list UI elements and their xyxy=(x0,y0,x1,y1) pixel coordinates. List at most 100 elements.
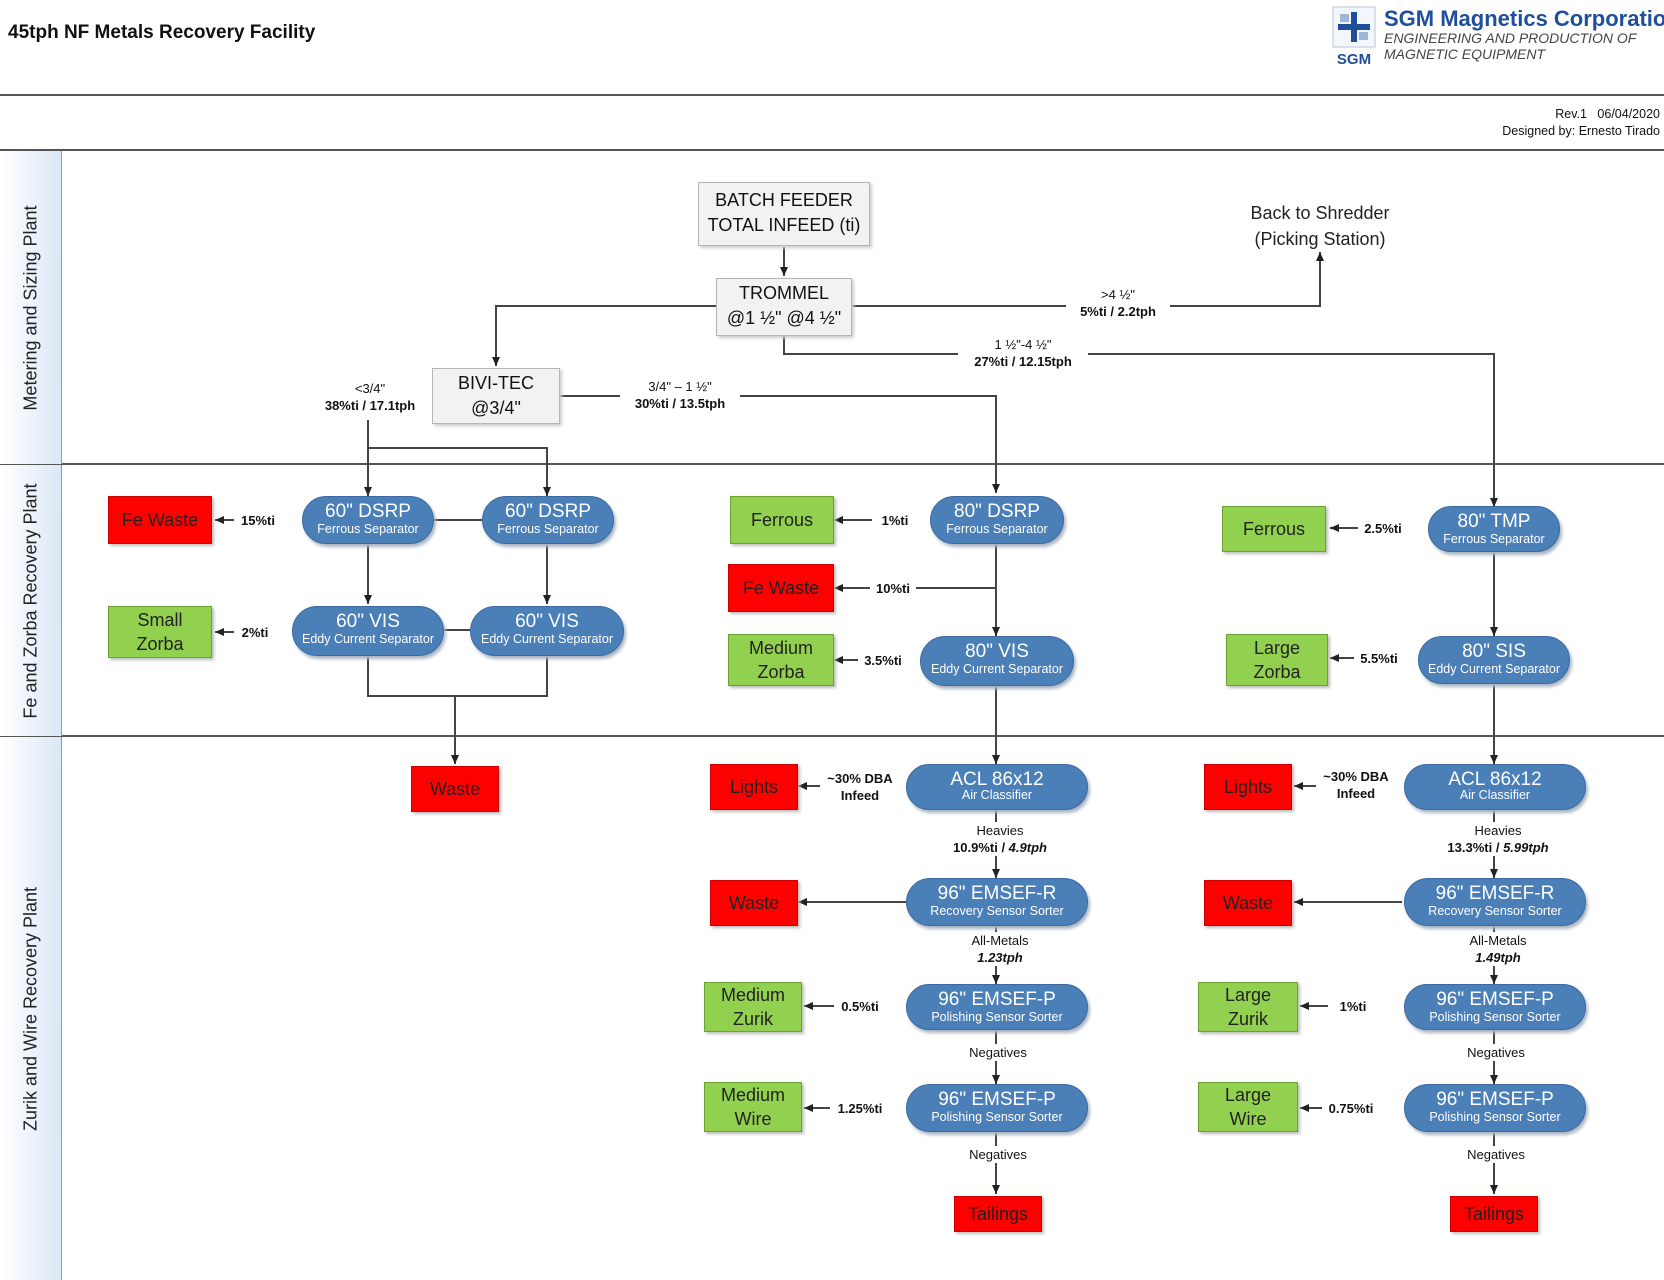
mid-allmetals: All-Metals xyxy=(971,933,1029,948)
mid-emsef-r-sub: Recovery Sensor Sorter xyxy=(930,904,1064,918)
mid-heavies-rate: 4.9tph xyxy=(1008,840,1047,855)
right-emsef-r: 96" EMSEF-R Recovery Sensor Sorter xyxy=(1404,878,1586,926)
mid-heavies: Heavies xyxy=(976,823,1024,838)
revision-info: Rev.1 06/04/2020 Designed by: Ernesto Ti… xyxy=(1502,106,1660,140)
right-zurik-line1: Large xyxy=(1224,985,1272,1005)
right-lights-pct: ~30% DBA Infeed xyxy=(1316,768,1396,802)
mid-dsrp: 80" DSRP Ferrous Separator xyxy=(930,496,1064,544)
right-emsef-p2-sub: Polishing Sensor Sorter xyxy=(1429,1110,1561,1124)
company-tagline: ENGINEERING AND PRODUCTION OF MAGNETIC E… xyxy=(1384,30,1654,62)
sgm-logo: SGM xyxy=(1332,6,1376,68)
left-dsrp-b-label: 60" DSRP xyxy=(505,501,591,522)
over-4-rate: 5%ti / 2.2tph xyxy=(1080,304,1156,319)
picking-station-label: (Picking Station) xyxy=(1254,229,1386,249)
total-infeed-label: TOTAL INFEED (ti) xyxy=(707,215,861,235)
left-dsrp-a: 60" DSRP Ferrous Separator xyxy=(302,496,434,544)
mid-tailings: Tailings xyxy=(954,1196,1042,1232)
left-vis-a: 60" VIS Eddy Current Separator xyxy=(292,606,444,656)
left-vis-b-label: 60" VIS xyxy=(515,611,579,632)
mid-size: 1 ½"-4 ½" xyxy=(994,337,1052,352)
right-lights-pct-1: ~30% DBA xyxy=(1323,769,1389,784)
company-name: SGM Magnetics Corporation xyxy=(1384,6,1664,31)
tagline-line-2: MAGNETIC EQUIPMENT xyxy=(1384,46,1546,62)
left-vis-b: 60" VIS Eddy Current Separator xyxy=(470,606,624,656)
right-zurik-pct: 1%ti xyxy=(1334,998,1372,1015)
left-waste: Waste xyxy=(411,766,499,812)
mid-lights-pct-1: ~30% DBA xyxy=(827,771,893,786)
right-emsef-p2: 96" EMSEF-P Polishing Sensor Sorter xyxy=(1404,1084,1586,1132)
small-size: 3/4" – 1 ½" xyxy=(648,379,712,394)
mid-emsef-p1: 96" EMSEF-P Polishing Sensor Sorter xyxy=(906,984,1088,1030)
title-bar xyxy=(0,0,1664,96)
right-acl-sub: Air Classifier xyxy=(1459,788,1531,802)
small-size-label: 3/4" – 1 ½" 30%ti / 13.5tph xyxy=(620,378,740,412)
mid-lights-pct: ~30% DBA Infeed xyxy=(820,770,900,804)
left-fe-waste: Fe Waste xyxy=(108,496,212,544)
right-emsef-r-sub: Recovery Sensor Sorter xyxy=(1428,904,1562,918)
mid-wire-pct: 1.25%ti xyxy=(830,1100,890,1117)
bivitec-size: @3/4" xyxy=(471,398,521,418)
right-lights: Lights xyxy=(1204,764,1292,810)
right-lights-pct-2: Infeed xyxy=(1336,786,1376,801)
mid-size-label: 1 ½"-4 ½" 27%ti / 12.15tph xyxy=(958,336,1088,370)
left-dsrp-b: 60" DSRP Ferrous Separator xyxy=(482,496,614,544)
mid-fe-waste-pct: 10%ti xyxy=(870,580,916,597)
left-vis-a-sub: Eddy Current Separator xyxy=(301,632,434,646)
small-rate: 30%ti / 13.5tph xyxy=(634,396,726,411)
right-ferrous: Ferrous xyxy=(1222,506,1326,552)
mid-medium-zorba: Medium Zorba xyxy=(728,634,834,686)
left-zorba-pct: 2%ti xyxy=(234,624,276,641)
right-zorba-pct: 5.5%ti xyxy=(1354,650,1404,667)
right-zorba-line1: Large xyxy=(1253,638,1301,658)
mid-emsef-p1-sub: Polishing Sensor Sorter xyxy=(931,1010,1063,1024)
right-large-zurik: Large Zurik xyxy=(1198,982,1298,1032)
mid-wire-line2: Wire xyxy=(734,1109,772,1129)
mid-emsef-p1-label: 96" EMSEF-P xyxy=(938,989,1056,1010)
fine-rate: 38%ti / 17.1tph xyxy=(324,398,416,413)
mid-vis-label: 80" VIS xyxy=(965,641,1029,662)
mid-vis-sub: Eddy Current Separator xyxy=(930,662,1063,676)
mid-heavies-pct: 10.9%ti / xyxy=(953,840,1009,855)
mid-dsrp-label: 80" DSRP xyxy=(954,501,1040,522)
right-emsef-r-label: 96" EMSEF-R xyxy=(1435,883,1555,904)
right-sis-label: 80" SIS xyxy=(1462,641,1526,662)
right-waste: Waste xyxy=(1204,880,1292,926)
right-emsef-p1-label: 96" EMSEF-P xyxy=(1436,989,1554,1010)
mid-acl: ACL 86x12 Air Classifier xyxy=(906,764,1088,810)
mid-negatives-2: Negatives xyxy=(950,1146,1046,1163)
mid-emsef-p2: 96" EMSEF-P Polishing Sensor Sorter xyxy=(906,1084,1088,1132)
lane-fe-zorba-label: Fe and Zorba Recovery Plant xyxy=(20,482,40,719)
left-dsrp-a-label: 60" DSRP xyxy=(325,501,411,522)
over-4-label: >4 ½" 5%ti / 2.2tph xyxy=(1066,286,1170,320)
mid-waste: Waste xyxy=(710,880,798,926)
designer: Designed by: Ernesto Tirado xyxy=(1502,124,1660,138)
lane-zurik-wire: Zurik and Wire Recovery Plant xyxy=(0,737,62,1280)
mid-negatives-1: Negatives xyxy=(950,1044,1046,1061)
lane-metering-label: Metering and Sizing Plant xyxy=(20,204,40,411)
mid-acl-sub: Air Classifier xyxy=(961,788,1033,802)
right-emsef-p2-label: 96" EMSEF-P xyxy=(1436,1089,1554,1110)
right-tmp: 80" TMP Ferrous Separator xyxy=(1428,506,1560,552)
mid-ferrous: Ferrous xyxy=(730,496,834,544)
right-wire-pct: 0.75%ti xyxy=(1322,1100,1380,1117)
mid-heavies-label: Heavies 10.9%ti / 4.9tph xyxy=(936,822,1064,856)
right-allmetals-label: All-Metals 1.49tph xyxy=(1448,932,1548,966)
mid-lights: Lights xyxy=(710,764,798,810)
mid-fe-waste: Fe Waste xyxy=(728,564,834,612)
over-4-size: >4 ½" xyxy=(1101,287,1135,302)
mid-lights-pct-2: Infeed xyxy=(840,788,880,803)
svg-text:SGM: SGM xyxy=(1337,51,1371,68)
back-to-shredder-label: Back to Shredder xyxy=(1250,203,1390,223)
bivitec-label: BIVI-TEC xyxy=(457,373,534,393)
mid-emsef-r-label: 96" EMSEF-R xyxy=(937,883,1057,904)
mid-wire-line1: Medium xyxy=(720,1085,786,1105)
right-emsef-p1: 96" EMSEF-P Polishing Sensor Sorter xyxy=(1404,984,1586,1030)
mid-allmetals-rate: 1.23tph xyxy=(977,950,1023,965)
mid-zurik-line2: Zurik xyxy=(733,1009,773,1029)
right-heavies-rate: 5.99tph xyxy=(1503,840,1549,855)
left-fe-waste-pct: 15%ti xyxy=(234,512,282,529)
right-negatives-2: Negatives xyxy=(1448,1146,1544,1163)
lane-fe-zorba: Fe and Zorba Recovery Plant xyxy=(0,465,62,736)
right-large-zorba: Large Zorba xyxy=(1226,634,1328,686)
right-wire-line1: Large xyxy=(1224,1085,1272,1105)
